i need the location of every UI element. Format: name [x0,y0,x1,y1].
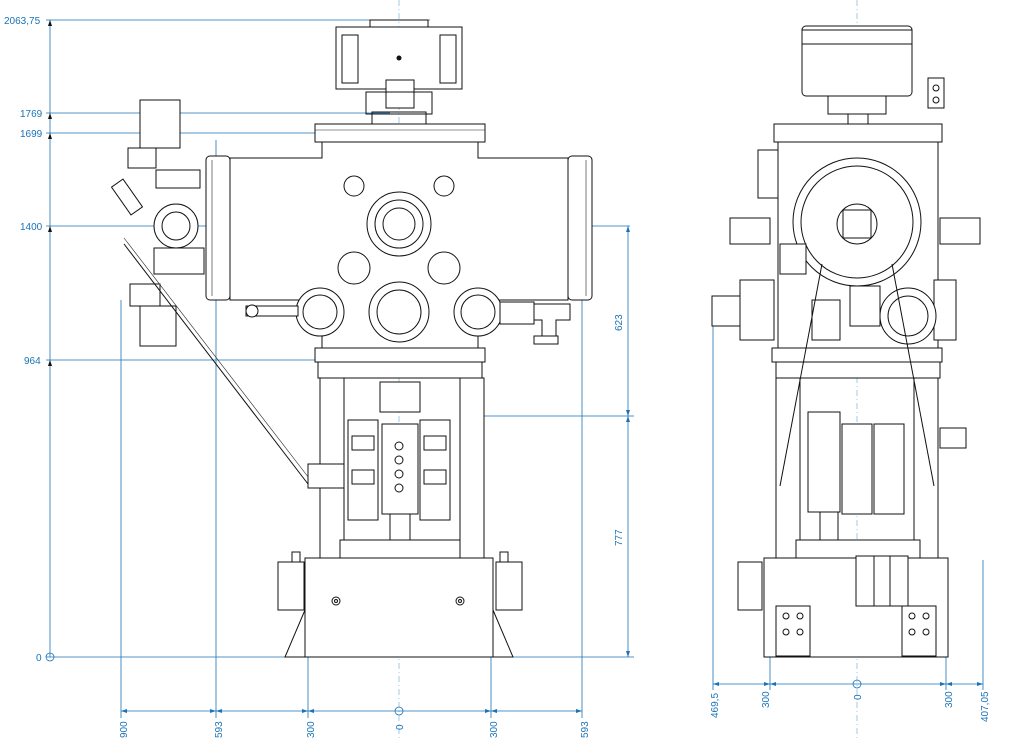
dim-0-height: 0 [36,653,42,664]
dim-2063-75: 2063,75 [4,16,41,27]
dim-300-left: 300 [306,721,317,738]
dim-1769: 1769 [20,109,43,120]
dim-777: 777 [614,529,625,546]
dim-964: 964 [24,356,41,367]
dim-593-left: 593 [214,721,225,738]
dim-300-rv-right: 300 [944,691,955,708]
dim-593-right: 593 [580,721,591,738]
right-side-dimensions [480,226,634,657]
dim-900: 900 [119,721,130,738]
dim-469-5: 469,5 [710,693,721,718]
dim-407-05: 407,05 [980,691,991,722]
right-view-machine [711,25,981,658]
dim-300-rv-left: 300 [761,691,772,708]
dim-623: 623 [614,314,625,331]
dim-0-rv: 0 [853,694,864,700]
dim-300-right: 300 [489,721,500,738]
dim-1400: 1400 [20,222,43,233]
dim-1699: 1699 [20,129,43,140]
left-view-machine [110,19,593,658]
dim-0-bottom-left: 0 [395,724,406,730]
